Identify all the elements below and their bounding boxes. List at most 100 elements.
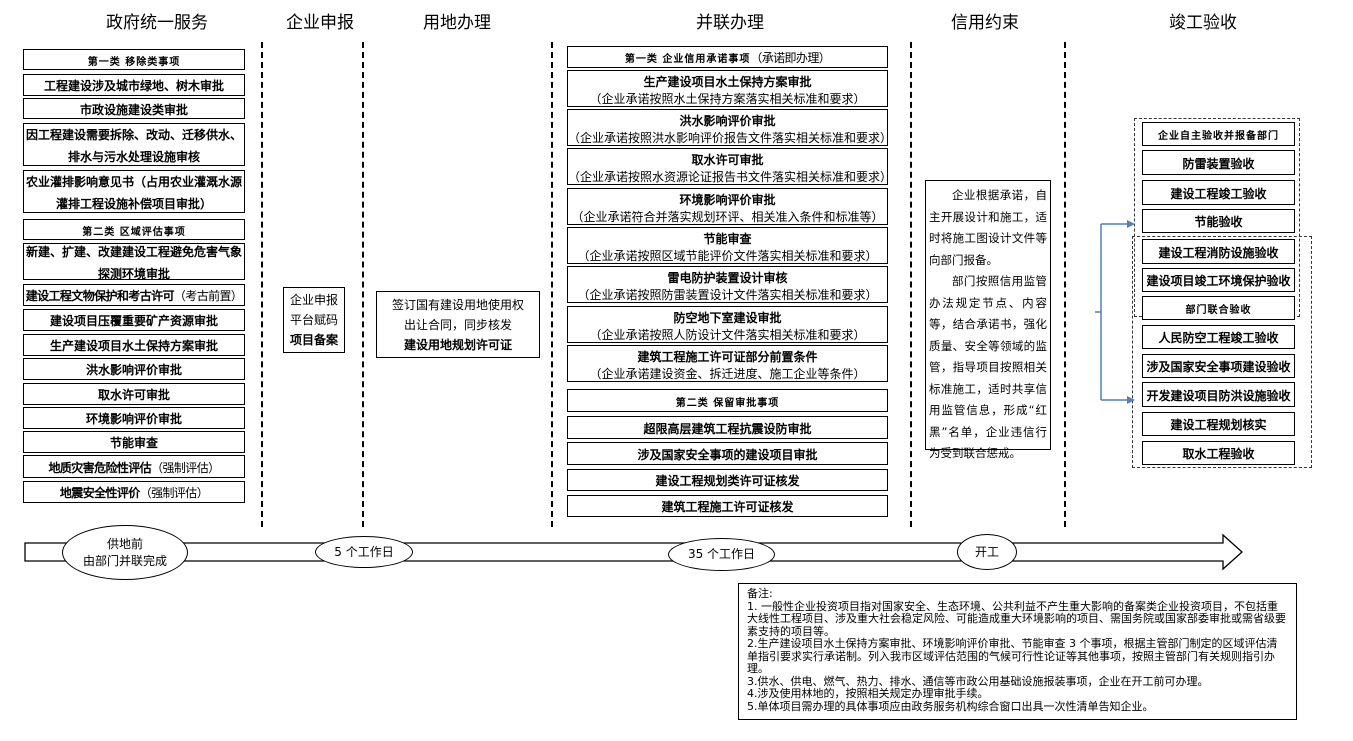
land-box: 签订国有建设用地使用权 出让合同，同步核发 建设用地规划许可证 [376, 291, 540, 358]
item-box: 建设工程竣工验收 [1142, 180, 1295, 205]
item-title: 建筑工程施工许可证部分前置条件 [637, 349, 818, 364]
item-subtitle: （企业承诺建设资金、拆迁进度、施工企业等条件） [589, 367, 866, 382]
item-title-line: 第二类 保留审批事项 [676, 390, 779, 412]
item-box: 防雷装置验收 [1142, 150, 1295, 175]
item-box: 节能验收 [1142, 209, 1295, 233]
column-header-credit: 信用约束 [951, 13, 1019, 33]
note-item: 5.单体项目需办理的具体事项应由政务服务机构综合窗口出具一次性清单告知企业。 [747, 699, 1154, 713]
item-title: 节能审查 [109, 436, 158, 451]
item-subtitle: （企业承诺按照水资源论证报告书文件落实相关标准和要求） [568, 170, 893, 185]
note-item: 1. 一般性企业投资项目指对国家安全、生态环境、公共利益不产生重大影响的备案类企… [747, 599, 1286, 638]
item-title: 工程建设涉及城市绿地、树木审批 [43, 79, 224, 94]
branch-arrows-icon [1095, 220, 1135, 404]
milestone-35-days: 35 个工作日 [668, 538, 775, 571]
land-line: 签订国有建设用地使用权 [391, 297, 524, 312]
joint-acceptance-group [1132, 236, 1312, 468]
item-subtitle: （企业承诺按照洪水影响评价报告文件落实相关标准和要求） [568, 131, 893, 146]
land-line: 建设用地规划许可证 [403, 337, 512, 352]
milestone-label: 供地前 [106, 536, 143, 551]
column-header-parallel: 并联办理 [696, 13, 764, 33]
milestone-label: 由部门并联完成 [82, 553, 167, 568]
item-box: 洪水影响评价审批（企业承诺按照洪水影响评价报告文件落实相关标准和要求） [567, 109, 893, 146]
item-title: 人民防空工程竣工验收 [1158, 331, 1279, 346]
item-title: 环境影响评价审批 [85, 412, 182, 427]
enterprise-filing-box: 企业申报 平台赋码 项目备案 [283, 287, 345, 353]
item-box: 建设工程文物保护和考古许可（考古前置） [23, 284, 245, 306]
credit-constraint-box: 企业根据承诺，自主开展设计和施工，适时将施工图设计文件等向部门报备。 部门按照信… [925, 180, 1051, 460]
item-box: 节能审查 [23, 431, 245, 453]
item-subtitle: （企业承诺符合并落实规划环评、相关准入条件和标准等） [571, 210, 884, 225]
item-title-line: 建设项目竣工环境保护验收 [1146, 269, 1290, 291]
item-title: 地震安全性评价 [59, 486, 140, 501]
item-title-line: 建设工程消防设施验收 [1158, 241, 1278, 263]
category-header: 第二类 保留审批事项 [567, 389, 888, 412]
item-title: 雷电防护装置设计审核 [667, 270, 788, 285]
item-box: 开发建设项目防洪设施验收 [1142, 382, 1295, 407]
category-header: 第二类 区域评估事项 [23, 219, 245, 240]
item-title: 第二类 保留审批事项 [675, 397, 780, 409]
item-box: 建设工程规划核实 [1142, 412, 1295, 436]
item-title-line: 部门联合验收 [1186, 297, 1252, 319]
item-title: 建设项目竣工环境保护验收 [1146, 274, 1291, 289]
item-title-line: 建设工程规划类许可证核发 [655, 469, 799, 491]
note-item: 4.涉及使用林地的，按照相关规定办理审批手续。 [747, 687, 989, 700]
item-title-line: 建筑工程施工许可证部分前置条件 [637, 345, 817, 367]
notes-box: 备注: 1. 一般性企业投资项目指对国家安全、生态环境、公共利益不产生重大影响的… [738, 583, 1297, 720]
item-title-line: 新建、扩建、改建建设工程避免危害气象探测环境审批 [24, 240, 244, 283]
item-title-line: 企业自主验收并报备部门 [1158, 123, 1279, 145]
item-note: （承诺即办理） [750, 51, 831, 66]
item-title-line: 因工程建设需要拆除、改动、迁移供水、排水与污水处理设施审核 [24, 123, 244, 166]
category-header: 第一类 企业信用承诺事项（承诺即办理） [567, 46, 888, 68]
item-note: （考古前置） [173, 289, 243, 304]
milestone-5-days: 5 个工作日 [315, 536, 413, 568]
item-box: 超限高层建筑工程抗震设防审批 [567, 416, 888, 439]
item-title: 建设工程规划类许可证核发 [655, 474, 800, 489]
item-box: 新建、扩建、改建建设工程避免危害气象探测环境审批 [23, 240, 245, 283]
item-title: 第一类 企业信用承诺事项 [624, 54, 751, 66]
enterprise-line: 平台赋码 [289, 313, 338, 327]
item-title: 建设项目压覆重要矿产资源审批 [49, 314, 218, 329]
item-title: 企业自主验收并报备部门 [1158, 131, 1279, 143]
item-title: 部门联合验收 [1185, 305, 1252, 317]
item-title: 取水工程验收 [1182, 447, 1255, 462]
item-title: 生产建设项目水土保持方案审批 [643, 74, 812, 89]
item-box: 防空地下室建设审批（企业承诺按照人防设计文件落实相关标准和要求） [567, 306, 888, 343]
item-box: 节能审查（企业承诺按照区域节能评价文件落实相关标准和要求） [567, 227, 888, 264]
item-title-line: 节能审查 [110, 431, 158, 453]
item-title-line: 涉及国家安全事项建设验收 [1146, 355, 1290, 377]
milestone-start: 开工 [957, 534, 1017, 570]
item-title: 节能验收 [1194, 215, 1243, 230]
item-title-line: 防空地下室建设审批 [673, 306, 781, 328]
item-title-line: 第一类 企业信用承诺事项（承诺即办理） [624, 46, 831, 68]
category-header: 部门联合验收 [1142, 296, 1295, 320]
item-title-line: 取水许可审批 [691, 148, 763, 170]
credit-paragraph: 企业根据承诺，自主开展设计和施工，适时将施工图设计文件等向部门报备。 [929, 188, 1047, 267]
item-title: 取水许可审批 [691, 152, 764, 167]
item-title-line: 第一类 移除类事项 [88, 49, 180, 71]
column-divider [362, 42, 364, 527]
item-subtitle: （企业承诺按照人防设计文件落实相关标准和要求） [589, 328, 866, 343]
item-box: 涉及国家安全事项的建设项目审批 [567, 442, 888, 465]
enterprise-line: 项目备案 [289, 333, 338, 347]
item-title-line: 生产建设项目水土保持方案审批 [50, 334, 218, 356]
item-title-line: 雷电防护装置设计审核 [667, 266, 787, 288]
item-title-line: 开发建设项目防洪设施验收 [1146, 384, 1290, 406]
item-title: 农业灌排影响意见书（占用农业灌溉水源灌排工程设施补偿项目审批） [25, 174, 242, 211]
column-divider [551, 42, 553, 527]
item-title-line: 建设工程竣工验收 [1170, 182, 1266, 204]
item-box: 涉及国家安全事项建设验收 [1142, 354, 1295, 378]
item-box: 因工程建设需要拆除、改动、迁移供水、排水与污水处理设施审核 [23, 123, 245, 166]
item-title: 第一类 移除类事项 [87, 56, 181, 68]
item-title-line: 市政设施建设类审批 [80, 98, 188, 120]
item-title-line: 农业灌排影响意见书（占用农业灌溉水源灌排工程设施补偿项目审批） [24, 170, 244, 213]
item-title-line: 地质灾害危险性评估（强制评估） [48, 456, 220, 478]
category-header: 第一类 移除类事项 [23, 49, 245, 70]
item-box: 农业灌排影响意见书（占用农业灌溉水源灌排工程设施补偿项目审批） [23, 170, 245, 213]
item-title-line: 人民防空工程竣工验收 [1158, 326, 1278, 348]
item-title: 取水许可审批 [97, 388, 170, 403]
item-title-line: 环境影响评价审批 [679, 188, 775, 210]
credit-paragraph: 部门按照信用监管办法规定节点、内容等，结合承诺书，强化质量、安全等领域的监管，指… [929, 274, 1047, 460]
item-subtitle: （企业承诺按照区域节能评价文件落实相关标准和要求） [577, 249, 878, 264]
note-item: 3.供水、供电、燃气、热力、排水、通信等市政公用基础设施报装事项，企业在开工前可… [747, 674, 1209, 688]
item-note: （强制评估） [151, 460, 220, 475]
